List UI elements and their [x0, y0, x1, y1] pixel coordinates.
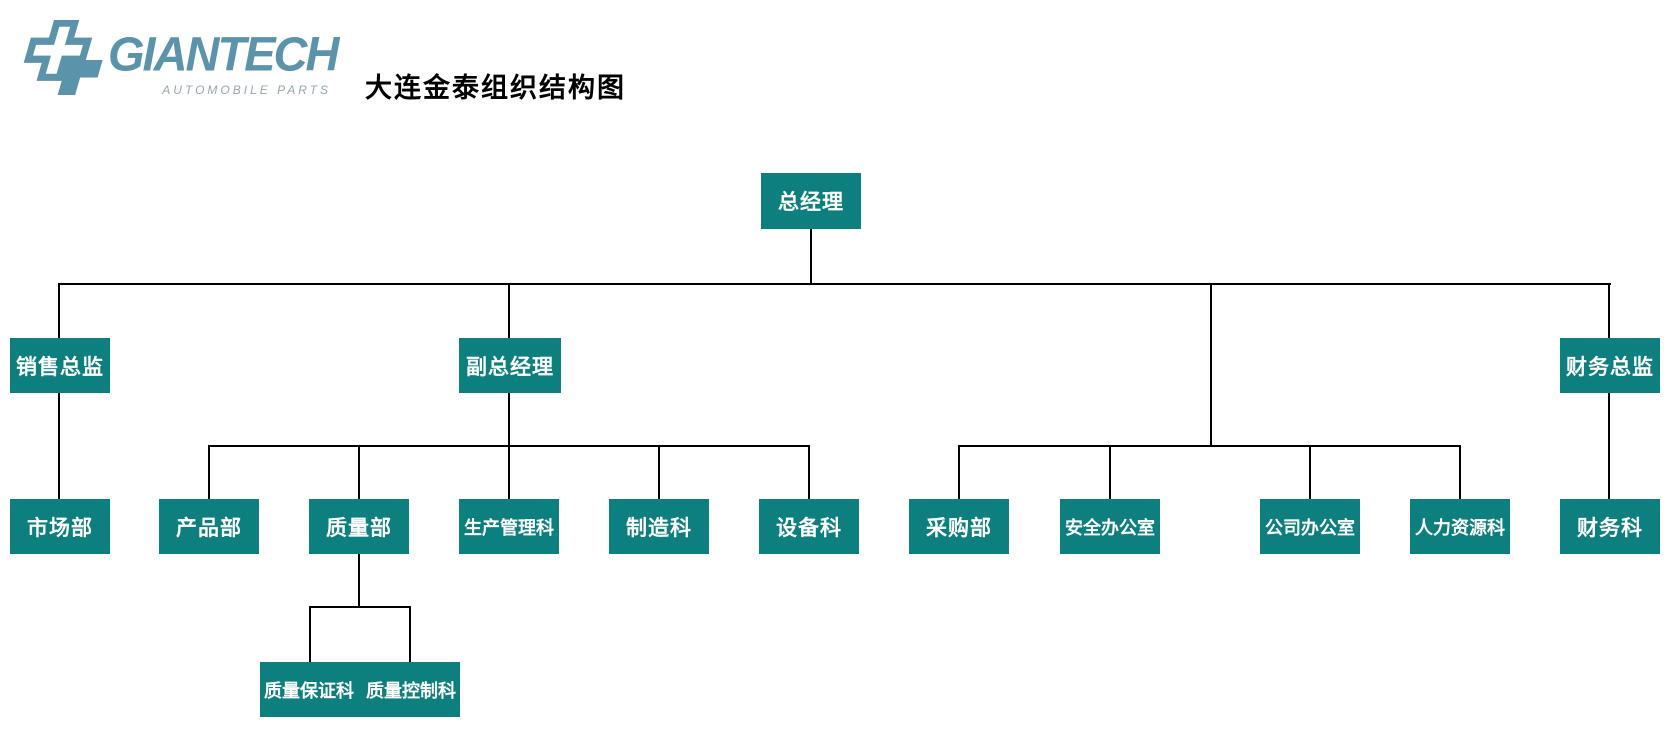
- connector-to-sales-director: [58, 283, 60, 338]
- giantech-logo-icon: [23, 20, 103, 95]
- connector-drop-production-mgmt: [508, 445, 510, 499]
- node-safety-office: 安全办公室: [1060, 499, 1160, 554]
- brand-tagline: AUTOMOBILE PARTS: [162, 83, 331, 97]
- node-purchasing-dept: 采购部: [909, 499, 1009, 554]
- node-product-dept: 产品部: [159, 499, 259, 554]
- node-finance-section: 财务科: [1560, 499, 1660, 554]
- connector-drop-manufacturing: [658, 445, 660, 499]
- node-manufacturing-section: 制造科: [609, 499, 709, 554]
- chart-title: 大连金泰组织结构图: [365, 73, 626, 104]
- connector-deputy-down: [508, 393, 510, 446]
- connector-to-office-group: [1210, 283, 1212, 446]
- connector-sales-to-marketing: [58, 393, 60, 499]
- node-general-manager: 总经理: [761, 173, 861, 229]
- node-sales-director: 销售总监: [10, 338, 110, 393]
- connector-gm-down: [810, 229, 812, 284]
- node-production-mgmt-section: 生产管理科: [459, 499, 559, 554]
- connector-drop-purchasing: [958, 445, 960, 499]
- connector-drop-quality: [358, 445, 360, 499]
- connector-drop-safety-office: [1109, 445, 1111, 499]
- node-marketing-dept: 市场部: [10, 499, 110, 554]
- node-hr-section: 人力资源科: [1410, 499, 1510, 554]
- node-qa-label: 质量保证科: [264, 680, 354, 702]
- connector-drop-qa: [309, 606, 311, 662]
- node-deputy-general-manager: 副总经理: [459, 338, 561, 393]
- connector-to-deputy-gm: [508, 283, 510, 338]
- node-quality-dept: 质量部: [309, 499, 409, 554]
- connector-quality-down: [358, 554, 360, 607]
- node-equipment-section: 设备科: [759, 499, 859, 554]
- node-qa-qc-sections: 质量保证科 质量控制科: [260, 662, 460, 717]
- connector-main-rail: [59, 283, 1611, 285]
- brand-wordmark: GIANTECH: [108, 26, 339, 81]
- node-company-office: 公司办公室: [1260, 499, 1360, 554]
- connector-drop-company-office: [1309, 445, 1311, 499]
- connector-qa-qc-bracket: [309, 606, 411, 608]
- connector-drop-product: [208, 445, 210, 499]
- node-qc-label: 质量控制科: [366, 680, 456, 702]
- connector-to-finance-director: [1608, 283, 1610, 338]
- node-finance-director: 财务总监: [1560, 338, 1660, 393]
- connector-drop-hr: [1459, 445, 1461, 499]
- connector-drop-qc: [409, 606, 411, 662]
- connector-right-bracket: [958, 445, 1461, 447]
- connector-drop-equipment: [808, 445, 810, 499]
- connector-findir-to-finance: [1608, 393, 1610, 499]
